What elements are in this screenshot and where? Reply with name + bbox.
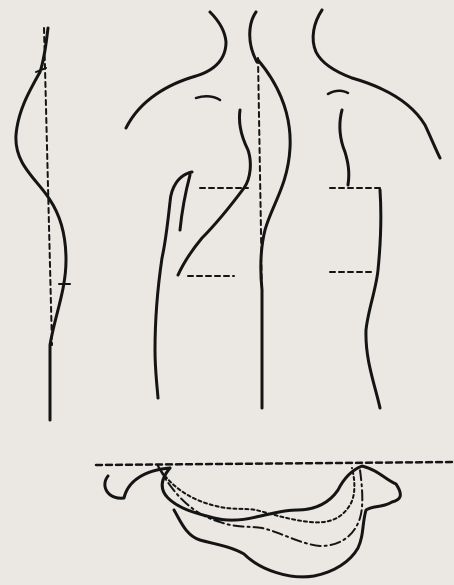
paper-background xyxy=(0,0,454,585)
figure-container xyxy=(0,0,454,585)
scoliosis-diagram xyxy=(0,0,454,585)
